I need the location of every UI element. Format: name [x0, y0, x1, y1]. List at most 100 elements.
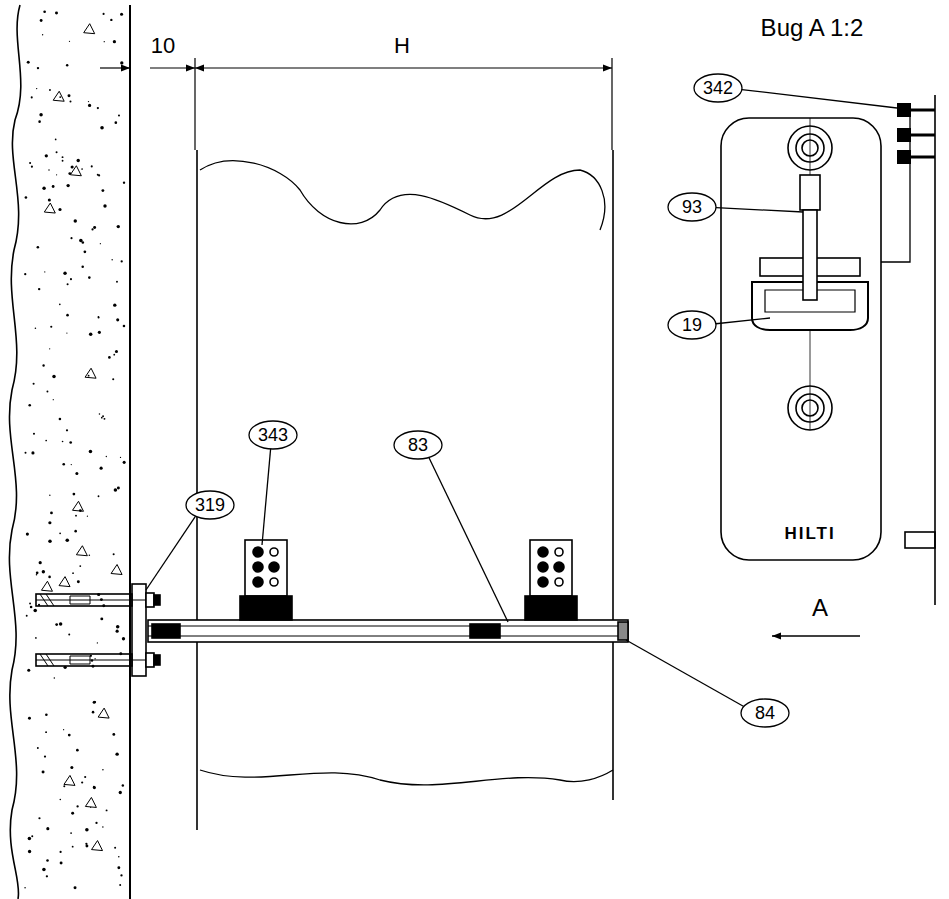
concrete-dot [46, 875, 48, 877]
concrete-dot [42, 770, 45, 773]
concrete-dot [37, 747, 39, 749]
concrete-dot [76, 159, 79, 162]
pipe-insulation [197, 150, 613, 830]
concrete-dot [26, 532, 29, 535]
concrete-dot [116, 625, 120, 629]
concrete-aggregate [70, 166, 81, 176]
callout-number: 19 [682, 316, 702, 334]
concrete-dot [94, 658, 95, 659]
concrete-dot [88, 375, 90, 377]
concrete-dot [84, 776, 86, 778]
concrete-dot [69, 41, 70, 42]
concrete-dot [91, 228, 93, 230]
concrete-dot [35, 327, 37, 329]
concrete-dot [54, 677, 56, 679]
concrete-dot [66, 64, 68, 66]
anchor-bolt [36, 593, 160, 667]
concrete-dot [62, 463, 65, 466]
concrete-dot [59, 96, 61, 98]
concrete-dot [38, 120, 41, 123]
concrete-dot [100, 126, 104, 130]
detail-view [721, 95, 935, 605]
concrete-dot [36, 574, 38, 576]
anchor-plate [36, 584, 160, 676]
concrete-aggregate [92, 841, 103, 851]
concrete-dot [38, 817, 40, 819]
concrete-dot [100, 243, 101, 244]
concrete-dot [49, 348, 50, 349]
leader-line [146, 516, 196, 590]
concrete-dot [63, 729, 64, 730]
concrete-dot [68, 94, 71, 97]
concrete-dot [99, 413, 101, 415]
concrete-dot [46, 827, 49, 830]
concrete-aggregate [85, 797, 96, 807]
concrete-dot [91, 165, 93, 167]
concrete-aggregate [98, 708, 109, 718]
concrete-dot [85, 843, 87, 845]
concrete-dot [48, 539, 51, 542]
concrete-dot [69, 441, 72, 444]
concrete-dot [68, 734, 71, 737]
concrete-dot [97, 642, 98, 643]
concrete-dot [81, 168, 83, 170]
concrete-dot [53, 399, 54, 400]
concrete-dot [44, 271, 45, 272]
concrete-dot [75, 515, 77, 517]
concrete-dot [89, 450, 93, 454]
concrete-dot [60, 861, 63, 864]
concrete-dot [74, 530, 77, 533]
concrete-dot [119, 791, 122, 794]
view-title: Bug A 1:2 [761, 16, 864, 40]
concrete-dot [31, 451, 34, 454]
concrete-dot [33, 609, 37, 613]
concrete-dot [98, 174, 100, 176]
concrete-dot [123, 181, 125, 183]
concrete-dot [120, 457, 121, 458]
concrete-dot [93, 786, 96, 789]
concrete-dot [70, 832, 72, 834]
concrete-dot [27, 669, 30, 672]
concrete-aggregate [76, 546, 87, 556]
concrete-dot [70, 766, 73, 769]
concrete-dot [119, 884, 121, 886]
concrete-dot [66, 184, 69, 187]
concrete-dot [29, 603, 31, 605]
view-arrow [772, 635, 860, 636]
concrete-dot [37, 67, 39, 69]
concrete-dot [76, 749, 79, 752]
concrete-dot [40, 19, 43, 22]
concrete-dot [118, 115, 120, 117]
concrete-dot [103, 204, 106, 207]
concrete-dot [102, 769, 104, 771]
concrete-dot [81, 265, 84, 268]
callout-number: 84 [755, 704, 775, 722]
concrete-dot [116, 630, 119, 633]
concrete-dot [37, 246, 40, 249]
support-rail [148, 620, 628, 642]
concrete-wall [9, 5, 130, 899]
concrete-dot [59, 622, 62, 625]
concrete-dot [120, 13, 123, 16]
concrete-dot [58, 208, 61, 211]
concrete-dot [115, 350, 118, 353]
concrete-dot [101, 417, 103, 419]
dimension-label: A [812, 596, 828, 620]
concrete-dot [103, 13, 105, 15]
concrete-dot [120, 61, 123, 64]
concrete-dot [62, 160, 64, 162]
concrete-dot [114, 121, 117, 124]
concrete-aggregate [85, 368, 96, 378]
concrete-dot [44, 755, 46, 757]
concrete-dot [45, 440, 47, 442]
concrete-dot [48, 169, 49, 170]
concrete-dot [88, 276, 91, 279]
concrete-dot [108, 356, 111, 359]
leader-line [716, 208, 803, 212]
leader-line [429, 457, 508, 622]
concrete-dot [29, 162, 31, 164]
concrete-dot [89, 332, 92, 335]
concrete-dot [50, 512, 53, 515]
concrete-dot [46, 859, 49, 862]
